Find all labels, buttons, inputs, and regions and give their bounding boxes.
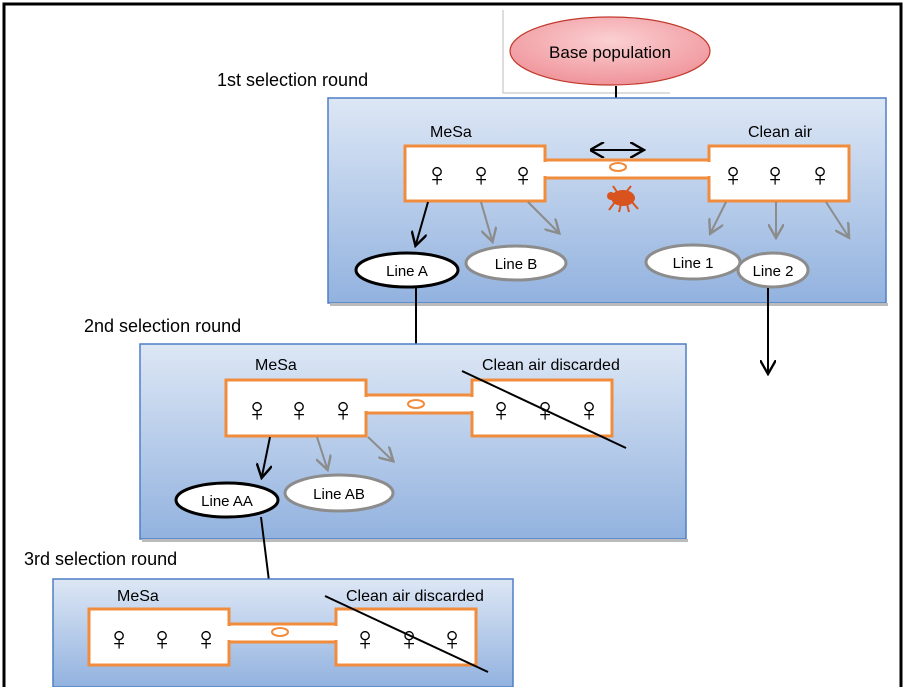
female-icon: ♀ [286, 391, 312, 429]
line-2-label: Line 2 [753, 263, 794, 280]
round3-right-label: Clean air discarded [346, 588, 484, 605]
female-icon: ♀ [330, 391, 356, 429]
round2-mesa-chamber [224, 378, 368, 438]
base-population-label: Base population [549, 43, 671, 62]
round3-mesa-chamber [87, 607, 231, 667]
female-icon: ♀ [106, 620, 132, 658]
round1-valve [609, 162, 627, 172]
female-icon: ♀ [807, 156, 833, 194]
female-icon: ♀ [352, 620, 378, 658]
round1-connector [543, 158, 711, 180]
round3-discard-strike [324, 595, 489, 673]
line-b-node [464, 244, 568, 282]
line-aa-node [174, 481, 280, 519]
round1-title: 1st selection round [217, 70, 368, 90]
round1-left-label: MeSa [430, 124, 472, 141]
line-a-label: Line A [386, 263, 428, 280]
female-icon: ♀ [488, 391, 514, 429]
line-ab-node [283, 473, 395, 513]
female-icon: ♀ [576, 391, 602, 429]
female-icon: ♀ [762, 156, 788, 194]
arrow-to-line-b [480, 201, 492, 240]
line-2-node [736, 251, 810, 289]
arrow-to-line-aa [262, 436, 270, 476]
arrow-gray [367, 436, 392, 460]
base-population-node [509, 16, 711, 86]
base-box [502, 10, 670, 94]
female-icon: ♀ [193, 620, 219, 658]
line-b-label: Line B [495, 256, 538, 273]
round3-left-label: MeSa [117, 588, 159, 605]
round1-right-label: Clean air [748, 124, 813, 141]
round2-right-label: Clean air discarded [482, 357, 620, 374]
female-icon: ♀ [424, 156, 450, 194]
arrow-to-line-1 [711, 201, 727, 232]
female-icon: ♀ [439, 620, 465, 658]
female-icon: ♀ [244, 391, 270, 429]
female-icon: ♀ [149, 620, 175, 658]
round2-title: 2nd selection round [84, 316, 241, 336]
arrow-gray [825, 201, 848, 236]
line-a-node [354, 251, 460, 289]
arrow-to-line-ab [317, 436, 327, 468]
arrow-gray [527, 201, 558, 232]
line-aa-label: Line AA [201, 493, 253, 510]
female-icon: ♀ [720, 156, 746, 194]
female-icon: ♀ [532, 391, 558, 429]
mite-icon [607, 185, 639, 213]
arrow-to-line-a [416, 201, 429, 244]
female-icon: ♀ [510, 156, 536, 194]
round2-discard-strike [461, 370, 627, 449]
round1-clean-chamber [707, 144, 851, 203]
line-1-label: Line 1 [673, 255, 714, 272]
female-icon: ♀ [468, 156, 494, 194]
round3-title: 3rd selection round [24, 549, 177, 569]
round2-left-label: MeSa [255, 357, 297, 374]
round3-valve [271, 627, 289, 637]
female-icon: ♀ [396, 620, 422, 658]
line-ab-label: Line AB [313, 486, 365, 503]
round2-valve [407, 399, 425, 409]
